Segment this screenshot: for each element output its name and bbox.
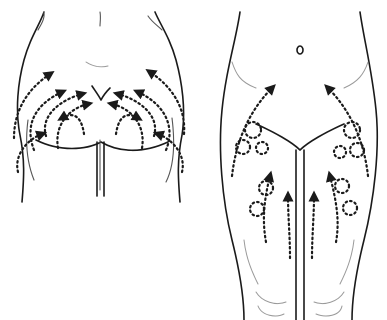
dotted-arrow [112,104,143,148]
dotted-arrow [264,176,270,242]
dotted-arrow [328,88,368,176]
dotted-arrow [57,104,88,148]
dotted-circle [335,179,349,193]
dotted-circle [334,146,346,158]
dotted-arrow [118,94,155,136]
dotted-arrow [312,196,314,258]
dotted-arrow [330,176,338,242]
anterior-view-panel [220,12,377,320]
dotted-circle [256,142,268,154]
dotted-arrow [45,94,82,136]
dotted-arrow [232,88,272,176]
lymph-nodes-anterior [236,122,364,216]
dotted-circle [350,143,364,157]
dotted-arrow [288,196,290,258]
drainage-arrows-posterior [14,72,184,172]
dotted-circle [250,202,264,216]
dotted-circle [245,122,261,138]
dotted-circle [343,201,357,215]
posterior-view-panel [14,12,184,202]
body-outline [220,12,377,320]
drainage-arrows-anterior [232,88,368,258]
